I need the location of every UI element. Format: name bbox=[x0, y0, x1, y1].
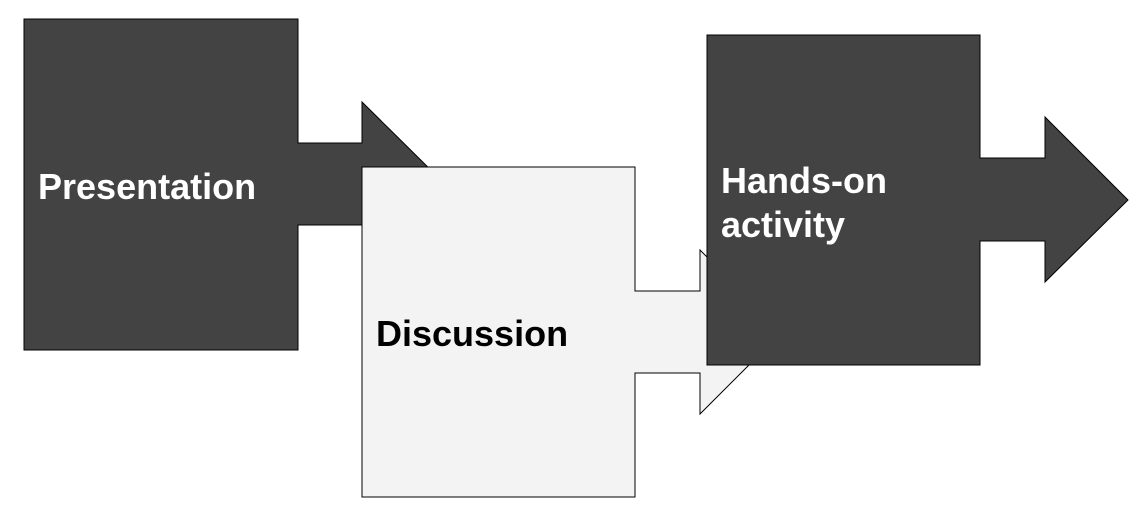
step-discussion-arrow-shape bbox=[361, 166, 783, 498]
step-hands-on-activity: Hands-on activity bbox=[706, 34, 1129, 366]
step-hands-on-activity-label-line2: activity bbox=[721, 204, 845, 245]
step-discussion-label: Discussion bbox=[376, 313, 568, 354]
step-hands-on-activity-arrow-shape bbox=[706, 34, 1129, 366]
step-presentation: Presentation bbox=[23, 18, 446, 351]
step-hands-on-activity-label-line1: Hands-on bbox=[721, 160, 887, 201]
step-discussion: Discussion bbox=[361, 166, 783, 498]
step-presentation-label: Presentation bbox=[38, 166, 256, 207]
